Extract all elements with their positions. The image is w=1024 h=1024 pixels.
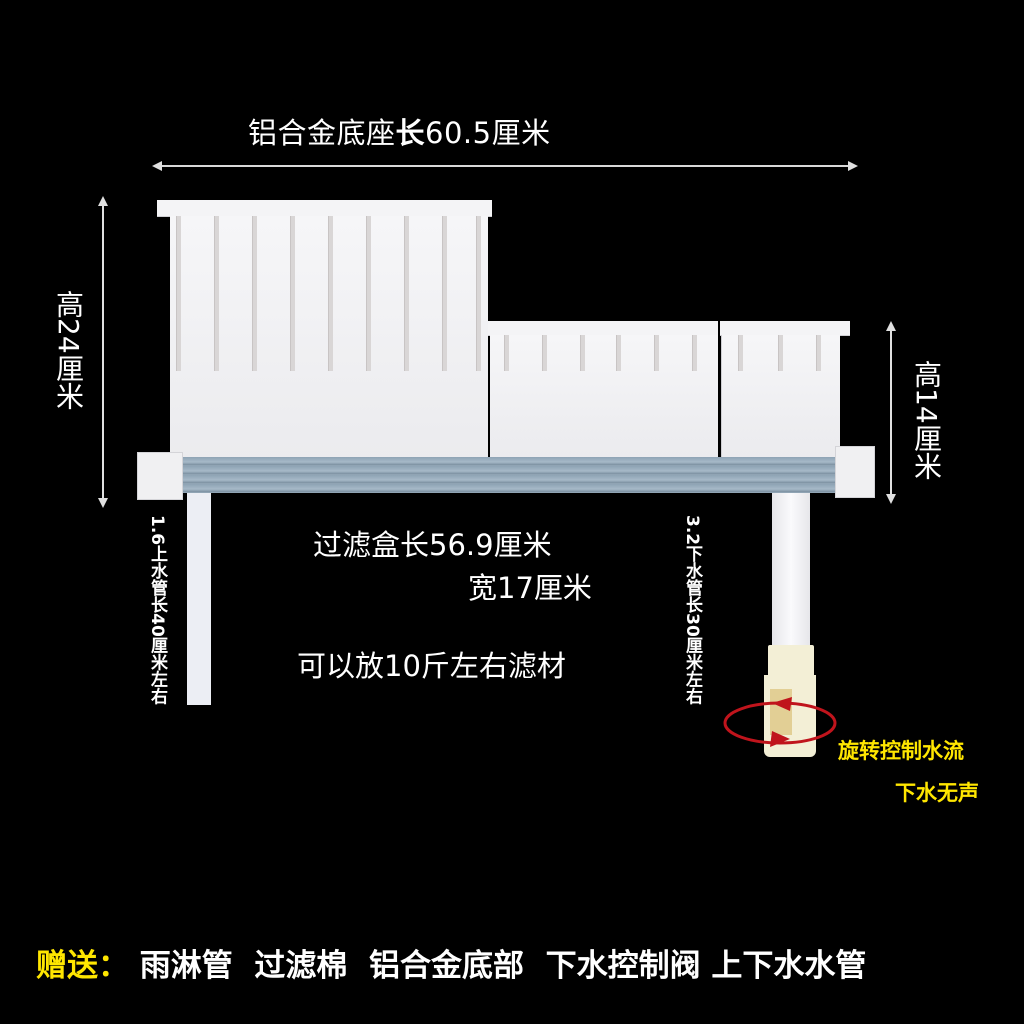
tall-box-lid — [157, 200, 492, 217]
tall-filter-box — [170, 216, 488, 461]
gifts-line: 赠送： 雨淋管 过滤棉 铝合金底部 下水控制阀 上下水水管 — [36, 940, 866, 985]
outlet-pipe — [772, 493, 810, 653]
base-length-prefix: 铝合金底座 — [248, 116, 396, 150]
aluminum-base-rail — [180, 457, 838, 493]
rotate-arrows-icon — [723, 697, 837, 747]
gifts-label: 赠送： — [36, 948, 129, 984]
height-left-dimension-line — [102, 200, 104, 500]
gift-item: 雨淋管 — [139, 948, 233, 984]
inlet-pipe — [187, 493, 211, 705]
base-length-dimension-line — [160, 165, 850, 167]
outlet-pipe-label: 3.2下水管长30厘米左右 — [682, 515, 702, 705]
height-left-label: 高24厘米 — [52, 290, 85, 410]
base-length-value: 60.5厘米 — [425, 116, 551, 150]
arrow-down-icon — [98, 498, 108, 508]
height-right-label: 高14厘米 — [910, 360, 943, 480]
rail-end-cap-left — [137, 452, 183, 500]
valve-feature-rotate: 旋转控制水流 — [838, 739, 964, 763]
arrow-up-icon — [886, 321, 896, 331]
height-right-dimension-line — [890, 325, 892, 495]
valve-feature-silent: 下水无声 — [895, 781, 979, 805]
arrow-left-icon — [152, 161, 162, 171]
gift-item: 铝合金底部 — [368, 948, 524, 984]
valve-collar — [768, 645, 814, 677]
gift-item: 下水控制阀 — [545, 948, 701, 984]
filter-box-length: 过滤盒长56.9厘米 — [313, 528, 552, 562]
arrow-up-icon — [98, 196, 108, 206]
right-filter-box — [721, 335, 840, 457]
arrow-right-icon — [848, 161, 858, 171]
filter-capacity: 可以放10斤左右滤材 — [297, 649, 566, 683]
base-length-bold: 长 — [395, 116, 426, 150]
gift-item: 上下水水管 — [711, 948, 867, 984]
filter-box-width: 宽17厘米 — [468, 571, 592, 605]
base-length-label: 铝合金底座长60.5厘米 — [248, 110, 551, 152]
middle-filter-box — [490, 335, 718, 457]
arrow-down-icon — [886, 494, 896, 504]
middle-box-lid — [488, 321, 718, 336]
rail-end-cap-right — [835, 446, 875, 498]
right-box-lid — [720, 321, 850, 336]
gift-item: 过滤棉 — [254, 948, 348, 984]
inlet-pipe-label: 1.6上水管长40厘米左右 — [147, 515, 167, 705]
